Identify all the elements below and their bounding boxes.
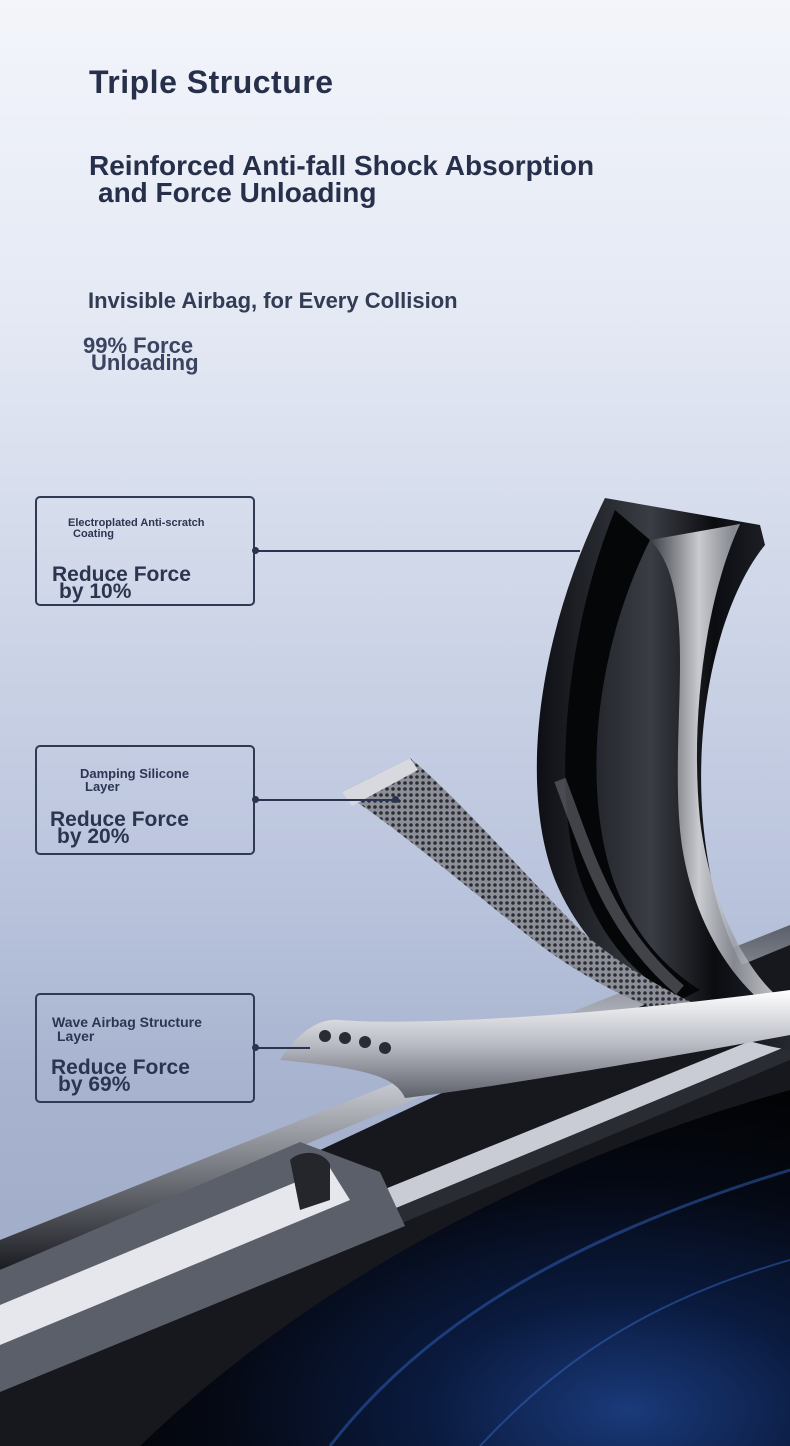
- callout-coating-name: Electroplated Anti-scratch Coating: [68, 518, 205, 540]
- callout-airbag-name-line-2: Layer: [57, 1028, 95, 1044]
- subtitle-line-1: Reinforced Anti-fall Shock Absorption: [89, 150, 595, 181]
- callout-coating-connector-line: [255, 550, 580, 552]
- callout-silicone-name: Damping Silicone Layer: [80, 767, 189, 793]
- callout-silicone-connector-line: [255, 799, 395, 801]
- callout-airbag-name: Wave Airbag Structure Layer: [52, 1015, 202, 1043]
- callout-airbag: Wave Airbag Structure Layer Reduce Force…: [35, 993, 255, 1103]
- force-line-1: 99% Force: [83, 333, 194, 358]
- page-subtitle: Reinforced Anti-fall Shock Absorption an…: [89, 150, 709, 208]
- callout-coating-reduction: Reduce Force by 10%: [52, 563, 191, 603]
- callout-coating-name-line-1: Electroplated Anti-scratch: [68, 517, 205, 529]
- callout-coating-name-line-2: Coating: [73, 528, 114, 540]
- callout-airbag-reduction-line-1: Reduce Force: [51, 1056, 190, 1079]
- callout-silicone-target-dot: [392, 796, 399, 803]
- force-line-2: Unloading: [91, 350, 199, 375]
- callout-silicone-reduction: Reduce Force by 20%: [50, 808, 189, 848]
- callout-coating-reduction-line-1: Reduce Force: [52, 563, 191, 586]
- page-title: Triple Structure: [89, 64, 334, 100]
- callout-airbag-connector-line: [255, 1047, 310, 1049]
- callout-silicone-name-line-2: Layer: [85, 779, 120, 794]
- callout-silicone: Damping Silicone Layer Reduce Force by 2…: [35, 745, 255, 855]
- callout-coating-reduction-line-2: by 10%: [59, 580, 132, 603]
- callout-airbag-reduction-line-2: by 69%: [58, 1073, 131, 1096]
- callout-airbag-name-line-1: Wave Airbag Structure: [52, 1014, 202, 1030]
- callout-silicone-name-line-1: Damping Silicone: [80, 766, 190, 781]
- force-unloading-heading: 99% Force Unloading: [83, 335, 199, 375]
- callout-airbag-reduction: Reduce Force by 69%: [51, 1056, 190, 1096]
- callout-coating: Electroplated Anti-scratch Coating Reduc…: [35, 496, 255, 606]
- callout-silicone-reduction-line-1: Reduce Force: [50, 808, 189, 831]
- subtitle-line-2: and Force Unloading: [98, 177, 377, 208]
- callout-silicone-reduction-line-2: by 20%: [57, 825, 130, 848]
- tagline: Invisible Airbag, for Every Collision: [88, 288, 458, 313]
